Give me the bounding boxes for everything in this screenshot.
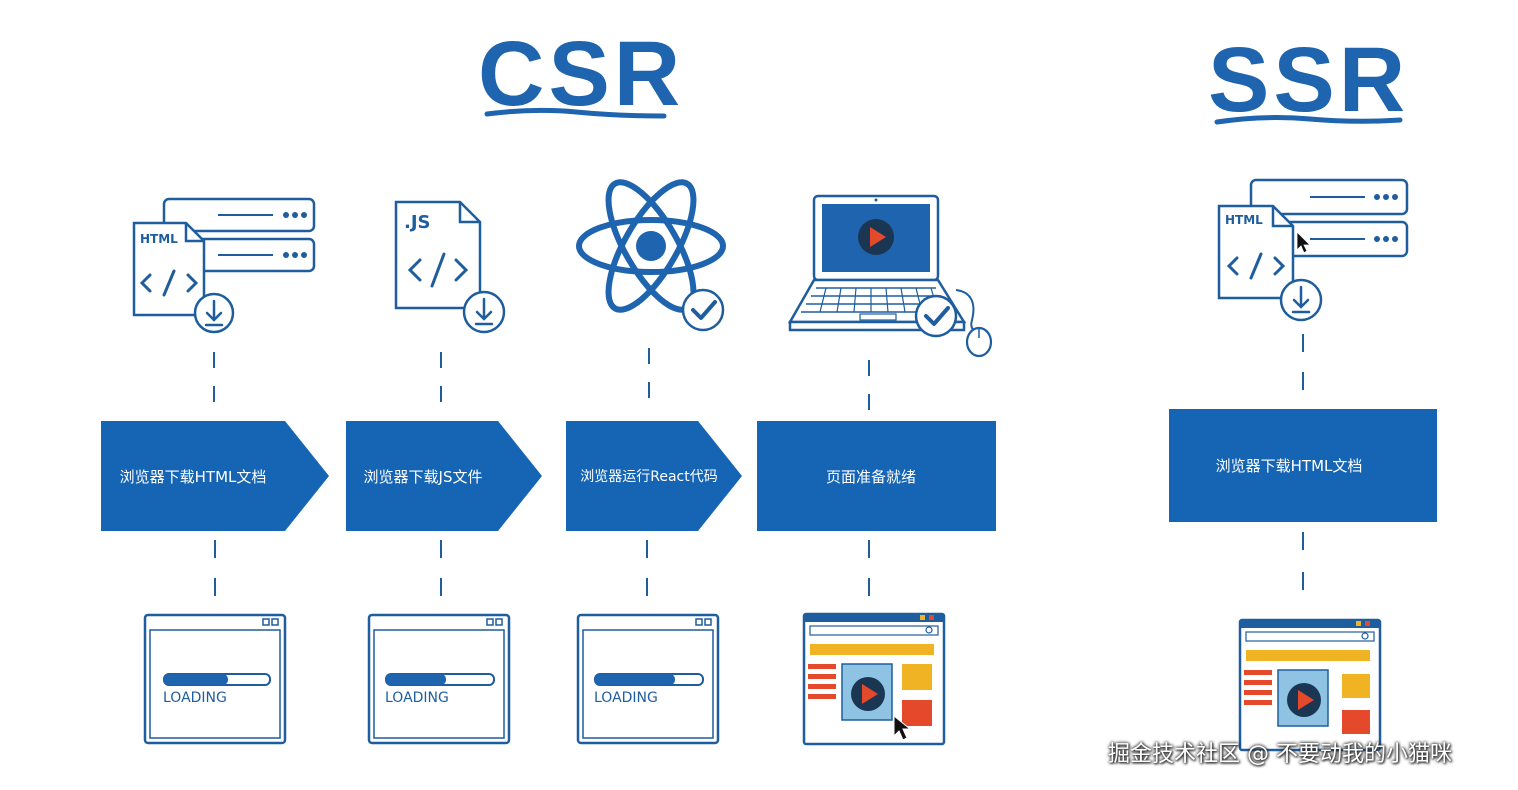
step-label-ssr-download-html: 浏览器下载HTML文档: [1215, 457, 1363, 475]
watermark-text: 掘金技术社区 @ 不要动我的小猫咪: [1108, 742, 1452, 767]
rendered-page-icon: [802, 612, 946, 746]
step-label-page-ready: 页面准备就绪: [825, 467, 916, 486]
connector-line: [1302, 334, 1304, 400]
connector-line: [1302, 532, 1304, 602]
connector-line: [648, 348, 650, 412]
svg-text:HTML: HTML: [140, 232, 178, 246]
rendered-page-icon: [1238, 618, 1382, 752]
html-download-icon: HTML: [132, 197, 316, 334]
step-arrow-shape: [101, 421, 329, 531]
laptop-ready-icon: [787, 194, 993, 358]
react-check-icon: [576, 179, 726, 332]
step-box: [757, 421, 996, 531]
csr-title: CSR: [478, 23, 685, 125]
connector-line: [646, 540, 648, 605]
step-box: [1169, 409, 1437, 522]
html-download-icon: HTML: [1217, 178, 1409, 322]
connector-line: [214, 540, 216, 605]
connector-line: [213, 352, 215, 412]
svg-text:LOADING: LOADING: [163, 690, 227, 706]
svg-text:HTML: HTML: [1225, 213, 1263, 227]
step-label-run-react: 浏览器运行React代码: [580, 469, 718, 485]
connector-line: [868, 360, 870, 414]
csr-title-underline: [484, 107, 667, 119]
svg-text:.JS: .JS: [404, 212, 431, 233]
ssr-title-underline: [1214, 115, 1403, 125]
step-arrow-shape: [346, 421, 542, 531]
step-label-download-html: 浏览器下载HTML文档: [119, 467, 267, 486]
connector-line: [440, 352, 442, 414]
ssr-title: SSR: [1208, 29, 1410, 131]
step-arrow-shape: [566, 421, 742, 531]
js-download-icon: .JS: [394, 200, 506, 334]
svg-text:LOADING: LOADING: [594, 690, 658, 706]
loading-window-icon: LOADING: [367, 613, 511, 745]
loading-window-icon: LOADING: [576, 613, 720, 745]
step-label-download-js: 浏览器下载JS文件: [363, 467, 483, 486]
svg-text:LOADING: LOADING: [385, 690, 449, 706]
connector-line: [868, 540, 870, 605]
loading-window-icon: LOADING: [143, 613, 287, 745]
connector-line: [440, 540, 442, 605]
